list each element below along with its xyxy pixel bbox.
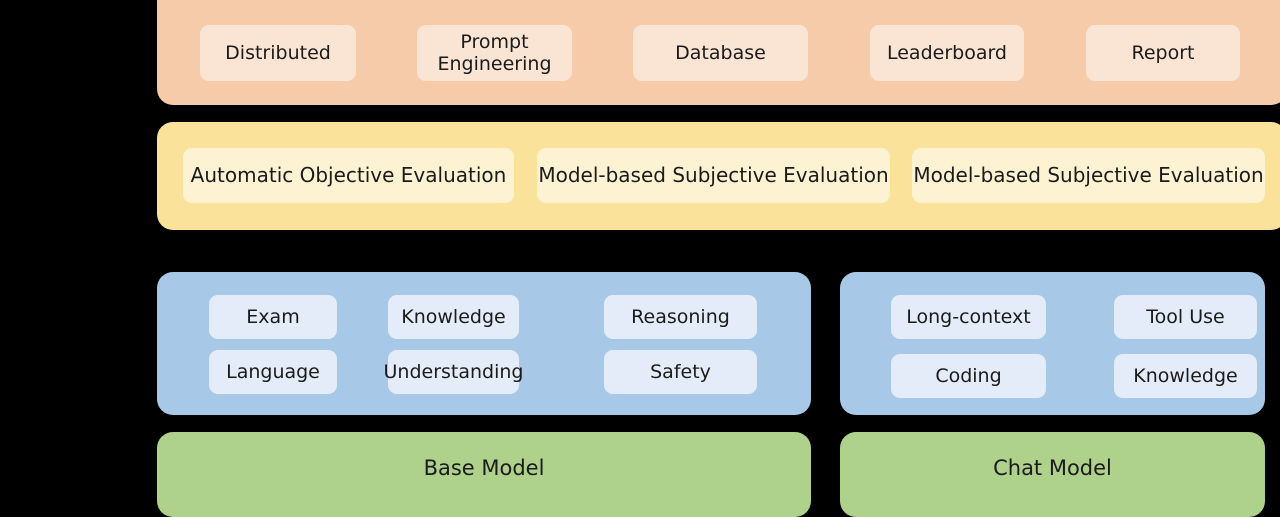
- chip-understanding[interactable]: Understanding: [384, 350, 524, 394]
- diagram-canvas: Distributed Prompt Engineering Database …: [157, 0, 1280, 517]
- chip-long-context[interactable]: Long-context: [891, 295, 1046, 339]
- chat-model-band: Chat Model: [840, 432, 1265, 517]
- chip-label: Long-context: [906, 305, 1031, 328]
- chip-label: Distributed: [225, 41, 331, 64]
- chip-label: Model-based Subjective Evaluation: [538, 162, 889, 187]
- chip-tool-use[interactable]: Tool Use: [1114, 295, 1257, 339]
- chip-label: Leaderboard: [886, 41, 1007, 64]
- chat-model-label: Chat Model: [993, 456, 1112, 480]
- chip-label: Automatic Objective Evaluation: [190, 162, 507, 187]
- chat-model-dimensions-band: Long-context Tool Use Coding Knowledge: [840, 272, 1265, 415]
- chip-language[interactable]: Language: [209, 350, 337, 394]
- chip-label: Coding: [935, 364, 1002, 387]
- chip-label: Knowledge: [1133, 364, 1238, 387]
- chip-report[interactable]: Report: [1086, 25, 1240, 81]
- chip-reasoning[interactable]: Reasoning: [604, 295, 757, 339]
- chip-label: Prompt Engineering: [437, 30, 552, 75]
- chip-label: Database: [675, 41, 766, 64]
- chip-label: Language: [226, 360, 320, 383]
- chip-label: Report: [1131, 41, 1195, 64]
- base-model-band: Base Model: [157, 432, 811, 517]
- chip-label: Safety: [650, 360, 711, 383]
- chip-distributed[interactable]: Distributed: [200, 25, 356, 81]
- chip-coding[interactable]: Coding: [891, 354, 1046, 398]
- chip-knowledge-chat[interactable]: Knowledge: [1114, 354, 1257, 398]
- chip-label: Understanding: [383, 360, 524, 383]
- chip-label: Exam: [246, 305, 300, 328]
- chip-database[interactable]: Database: [633, 25, 808, 81]
- chip-model-based-subjective-evaluation-1[interactable]: Model-based Subjective Evaluation: [537, 148, 890, 203]
- base-model-dimensions-band: Exam Knowledge Reasoning Language Unders…: [157, 272, 811, 415]
- capabilities-band: Distributed Prompt Engineering Database …: [157, 0, 1280, 105]
- chip-label: Knowledge: [401, 305, 506, 328]
- chip-leaderboard[interactable]: Leaderboard: [870, 25, 1024, 81]
- chip-model-based-subjective-evaluation-2[interactable]: Model-based Subjective Evaluation: [912, 148, 1265, 203]
- chip-knowledge-base[interactable]: Knowledge: [388, 295, 519, 339]
- chip-label: Reasoning: [631, 305, 730, 328]
- chip-safety[interactable]: Safety: [604, 350, 757, 394]
- chip-label: Model-based Subjective Evaluation: [913, 162, 1264, 187]
- base-model-label: Base Model: [423, 456, 545, 480]
- evaluation-methods-band: Automatic Objective Evaluation Model-bas…: [157, 122, 1280, 230]
- chip-prompt-engineering[interactable]: Prompt Engineering: [417, 25, 572, 81]
- chip-automatic-objective-evaluation[interactable]: Automatic Objective Evaluation: [183, 148, 514, 203]
- chip-exam[interactable]: Exam: [209, 295, 337, 339]
- chip-label: Tool Use: [1146, 305, 1225, 328]
